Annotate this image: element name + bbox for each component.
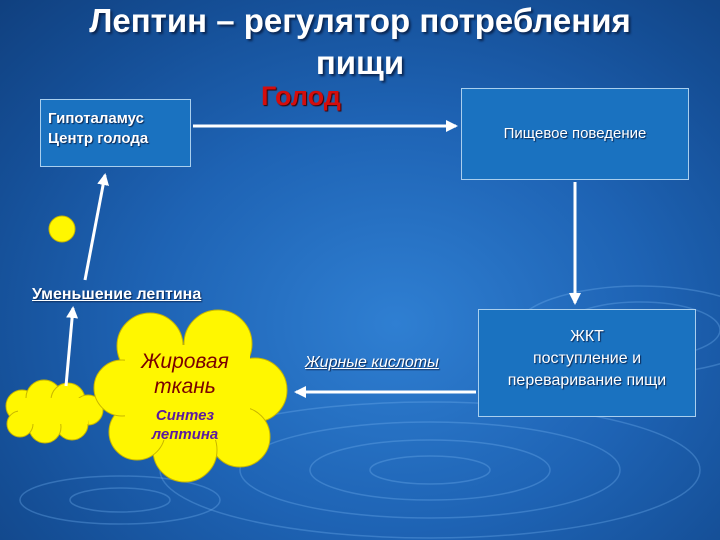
yellow-dot <box>48 215 76 243</box>
hypothalamus-box: Гипоталамус Центр голода <box>40 99 191 167</box>
hunger-label: Голод <box>261 81 341 111</box>
food-behavior-box: Пищевое поведение <box>461 88 689 180</box>
fat-tissue-line-2: ткань <box>154 375 216 398</box>
fat-cloud <box>93 309 288 483</box>
git-line-1: ЖКТ <box>570 328 604 345</box>
git-line-3: переваривание пищи <box>507 372 667 389</box>
page-title: Лептин – регулятор потребления пищи <box>0 0 720 84</box>
git-line-2: поступление и <box>532 350 642 367</box>
small-cloud <box>5 379 104 444</box>
git-box: ЖКТ поступление и переваривание пищи <box>478 309 696 417</box>
fatty-acids-label: Жирные кислоты <box>305 354 439 371</box>
arrow-leptin-to-hypo <box>83 173 110 281</box>
leptin-decrease-label: Уменьшение лептина <box>32 286 202 303</box>
hypothalamus-line-1: Гипоталамус <box>48 110 144 127</box>
title-line-2: пищи <box>315 44 405 81</box>
fat-tissue-line-3: Синтез <box>155 407 215 424</box>
fat-tissue-line-4: лептина <box>151 426 219 443</box>
leptin-synthesis-label: Синтез лептина <box>110 406 260 444</box>
food-behavior-label: Пищевое поведение <box>503 125 647 142</box>
title-line-1: Лептин – регулятор потребления <box>89 2 631 39</box>
arrow-cloud-to-leptin <box>64 306 79 387</box>
fat-tissue-line-1: Жировая <box>141 350 229 373</box>
hypothalamus-line-2: Центр голода <box>48 130 149 147</box>
fat-tissue-title: Жировая ткань <box>110 349 260 399</box>
